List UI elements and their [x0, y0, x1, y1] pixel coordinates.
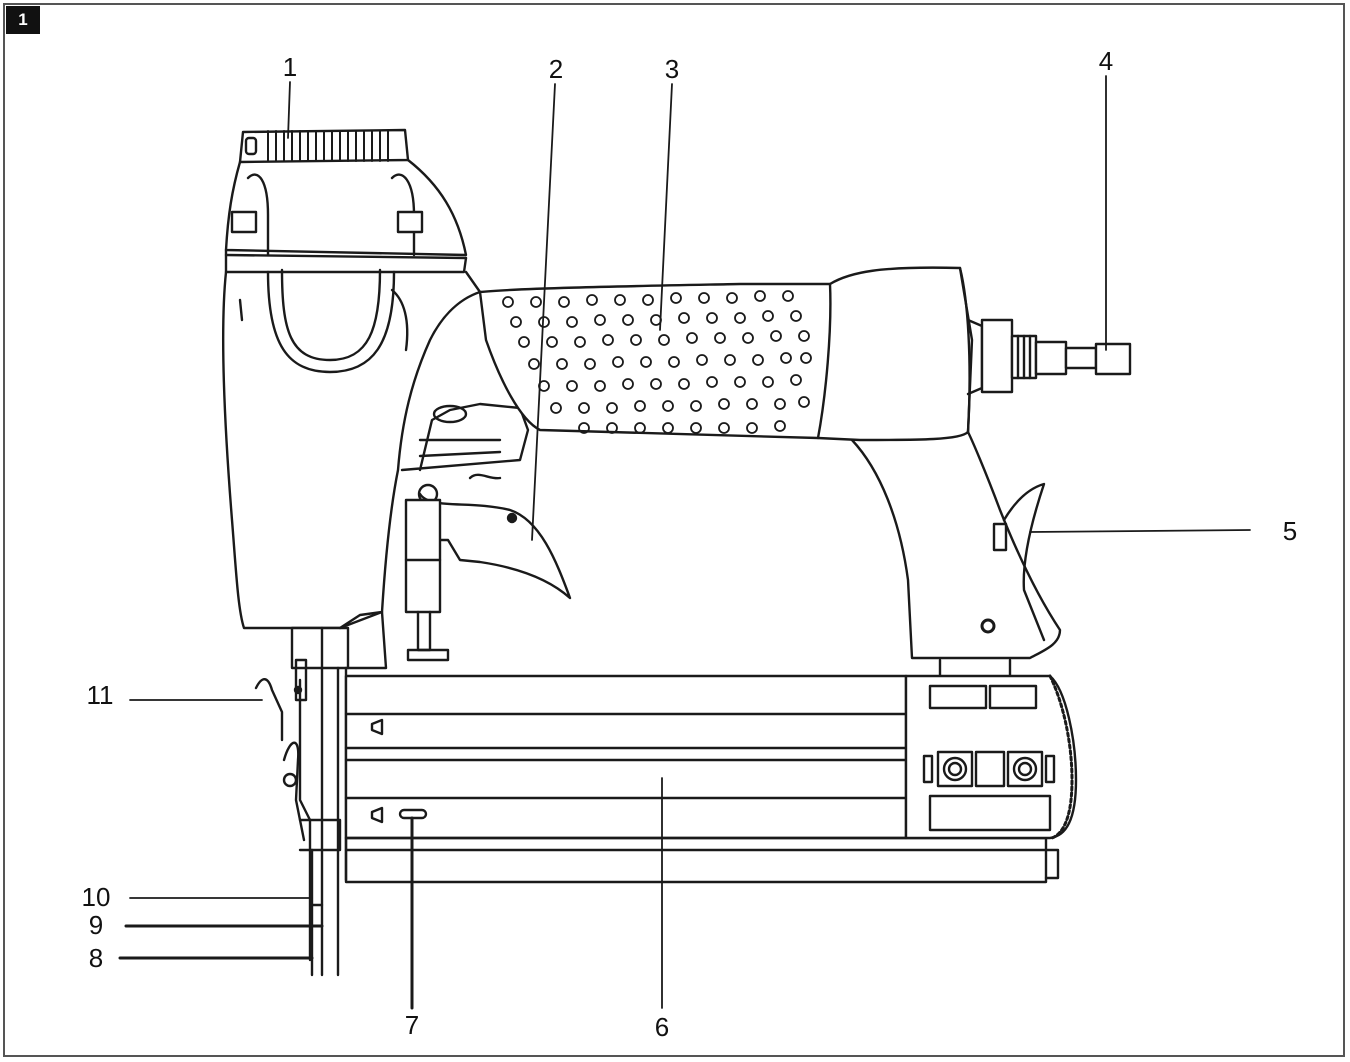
leader-lines	[118, 75, 1251, 1010]
air-fitting	[980, 318, 1132, 394]
figure-number-badge: 1	[6, 6, 40, 34]
cylinder-head	[221, 128, 482, 630]
leader-line-1	[287, 81, 291, 139]
callout-2: 2	[549, 54, 563, 84]
leader-line-2	[531, 83, 556, 541]
callout-6: 6	[655, 1012, 669, 1042]
figure-frame	[3, 3, 1345, 1057]
callout-10: 10	[82, 882, 111, 912]
trigger	[400, 402, 572, 662]
magazine-latch	[992, 482, 1046, 642]
leader-line-5	[1029, 529, 1251, 533]
leader-line-3	[659, 83, 673, 331]
callout-7: 7	[405, 1010, 419, 1040]
callout-9: 9	[89, 910, 103, 940]
callout-4: 4	[1099, 46, 1113, 76]
callout-11: 11	[87, 680, 114, 710]
rear-housing	[816, 266, 1062, 678]
magazine	[344, 674, 1078, 884]
callout-5: 5	[1283, 516, 1297, 546]
callout-8: 8	[89, 943, 103, 973]
cap-ribs	[267, 130, 389, 162]
handle-grip	[478, 282, 832, 440]
callout-labels: 1 2 3 4 5 6 7 8 9 10 11	[82, 46, 1298, 1042]
callout-3: 3	[665, 54, 679, 84]
grip-dots	[502, 290, 812, 434]
callout-1: 1	[283, 52, 297, 82]
